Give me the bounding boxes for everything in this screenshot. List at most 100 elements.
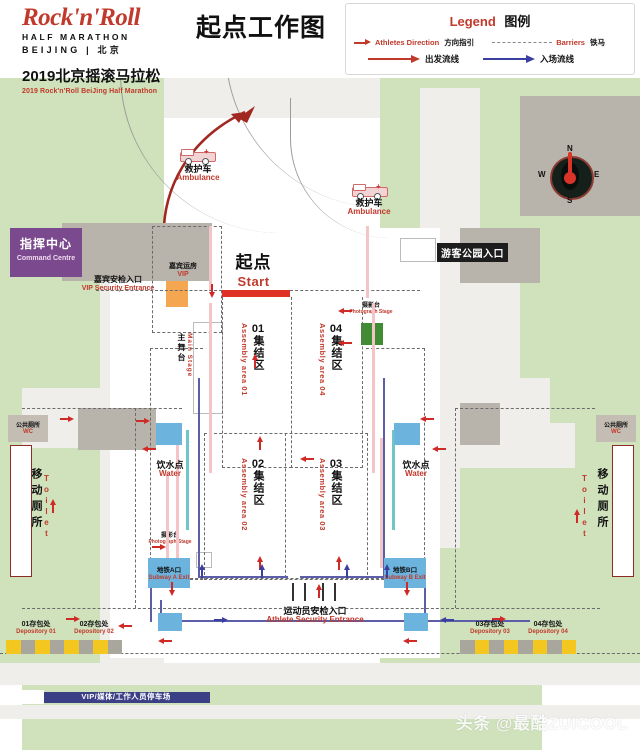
assembly-number: 02 <box>251 458 265 470</box>
vip-parking-bar[interactable]: VIP/媒体/工作人员停车场 <box>42 692 210 703</box>
pink-barrier-west-1 <box>209 303 212 473</box>
assembly-label-cn: 集结区 <box>330 470 342 506</box>
arrow-left-west <box>142 446 156 452</box>
legend-label-cn: 方向指引 <box>444 38 475 47</box>
vip-room-block[interactable] <box>166 281 188 307</box>
assembly-label-en: Assembly area 03 <box>318 458 327 531</box>
ambulance-icon: + <box>180 148 216 165</box>
assembly-label-en: Assembly area 01 <box>240 323 249 396</box>
depository-label-en: Depository 02 <box>74 628 114 635</box>
water-label-cn: 饮水点 <box>402 460 430 470</box>
entry-route-e2 <box>424 568 426 622</box>
arrow-down-vip <box>209 284 215 298</box>
toilet-label-cn: 移动厕所 <box>30 468 42 532</box>
wc-west[interactable]: 公共厕所 WC <box>8 415 48 442</box>
depository-label-cn: 01存包处 <box>21 621 51 628</box>
barrier-east-outer-v <box>455 408 456 608</box>
water-label-en: Water <box>159 469 181 479</box>
green-zone-strip-2 <box>22 718 542 750</box>
logo-rocknroll: Rock'n'Roll <box>22 4 141 31</box>
barrier-se <box>300 608 600 609</box>
ambulance-label-cn: 救护车 <box>355 198 383 208</box>
blue-block-east <box>394 423 420 445</box>
arrow-up-toilet-west <box>50 499 56 513</box>
park-entrance-tag[interactable]: 游客公园入口 <box>437 243 508 262</box>
logo-subtitle-half-marathon: HALF MARATHON <box>22 32 130 42</box>
legend-panel: Legend 图例 Athletes Direction 方向指引 Barrie… <box>345 3 635 75</box>
legend-label-en: Athletes Direction <box>375 38 440 47</box>
ambulance-label-en: Ambulance <box>347 207 391 217</box>
assembly-label-en: Assembly area 02 <box>240 458 249 531</box>
arrow-left-photo <box>338 308 352 314</box>
plaza-south-band2 <box>0 705 640 719</box>
toilet-west-block[interactable] <box>10 445 32 577</box>
command-centre[interactable]: 指挥中心 Command Centre <box>10 228 82 277</box>
legend-row-1: Athletes Direction 方向指引 Barriers 铁马 <box>346 37 634 48</box>
arrow-right-west-2 <box>136 418 150 424</box>
legend-label-cn: 出发流线 <box>425 54 460 64</box>
event-logo: Rock'n'Roll HALF MARATHON BEIJING | 北京 2… <box>22 5 182 95</box>
blue-arrow-left-bottom <box>440 617 454 623</box>
toilet-label-en: Toilet <box>580 474 589 540</box>
depository-label-cn: 04存包处 <box>533 621 563 628</box>
legend-label-cn: 铁马 <box>589 38 605 47</box>
barrier-north-right <box>290 290 420 291</box>
barrier-south <box>150 578 424 579</box>
vip-room-label-cn: 嘉宾运房 <box>169 263 197 270</box>
assembly-number: 01 <box>251 323 265 335</box>
blue-arrow-up-west <box>199 564 205 578</box>
depository-label-en: Depository 03 <box>470 628 510 635</box>
start-label: 起点 Start <box>206 248 301 289</box>
depository-04-label: 04存包处 Depository 04 <box>520 621 576 636</box>
plaza-south-band <box>0 663 640 685</box>
arrow-right-mid-west <box>152 544 166 550</box>
toilet-east-block[interactable] <box>612 445 634 577</box>
ambulance-label-cn: 救护车 <box>184 164 212 174</box>
barrier-north-left <box>96 290 222 291</box>
photo-stage-label-en: Photograph Stage <box>148 538 192 545</box>
assembly-number: 04 <box>329 323 343 335</box>
vip-room-label-en: VIP <box>177 270 189 278</box>
photo-stage-label-cn: 摄影台 <box>160 533 179 539</box>
arrow-down-subway-a <box>169 582 175 596</box>
wc-east[interactable]: 公共厕所 WC <box>596 415 636 442</box>
assembly-number: 03 <box>329 458 343 470</box>
blue-arrow-right-bottom <box>214 617 228 623</box>
barrier-east-outer <box>455 408 595 409</box>
building-sw <box>78 408 156 450</box>
athlete-security-label-cn: 运动员安检入口 <box>283 606 347 616</box>
legend-item-barriers: Barriers 铁马 <box>492 37 605 48</box>
watermark: 头条 @最酷ZUICOOL <box>455 714 628 733</box>
toilet-label-cn: 移动厕所 <box>596 468 608 532</box>
depository-01-label: 01存包处 Depository 01 <box>8 621 64 636</box>
depository-label-cn: 03存包处 <box>475 621 505 628</box>
pink-barrier-vip <box>209 226 212 290</box>
wc-label-cn: 公共厕所 <box>603 423 628 429</box>
entry-route-west <box>198 378 200 578</box>
arrow-up-gate <box>316 584 322 598</box>
subway-label-cn: 地铁B口 <box>392 567 418 574</box>
photo-stage-label-en: Photograph Stage <box>349 308 393 315</box>
athlete-security-label-en: Athlete Security Entrance <box>266 615 364 625</box>
arrow-left-subwaya <box>118 623 132 629</box>
map-canvas: 指挥中心 Command Centre + 救护车 Ambulance + 救护… <box>0 78 640 750</box>
barrier-assembly-01 <box>222 297 292 468</box>
ambulance-label-1: 救护车 Ambulance <box>160 164 236 183</box>
subway-label-en: Subway B Exit <box>384 575 426 581</box>
command-centre-label-en: Command Centre <box>16 255 76 262</box>
park-entrance-box <box>400 238 436 262</box>
assembly-area-04: 04 集结区 Assembly area 04 <box>318 323 344 396</box>
ambulance-label-en: Ambulance <box>176 173 220 183</box>
barrier-center-divider <box>285 433 286 578</box>
water-line-east <box>392 430 395 530</box>
barrier-vip-zone <box>152 226 222 333</box>
vip-security-label-en: VIP Security Entrance <box>81 284 155 292</box>
pink-barrier-east-3 <box>380 438 383 568</box>
barrier-sw <box>22 608 292 609</box>
water-label-en: Water <box>405 469 427 479</box>
blue-arrow-up-east <box>384 564 390 578</box>
building-west <box>62 223 212 281</box>
legend-label-cn: 入场流线 <box>540 54 575 64</box>
legend-title-cn: 图例 <box>504 14 531 29</box>
